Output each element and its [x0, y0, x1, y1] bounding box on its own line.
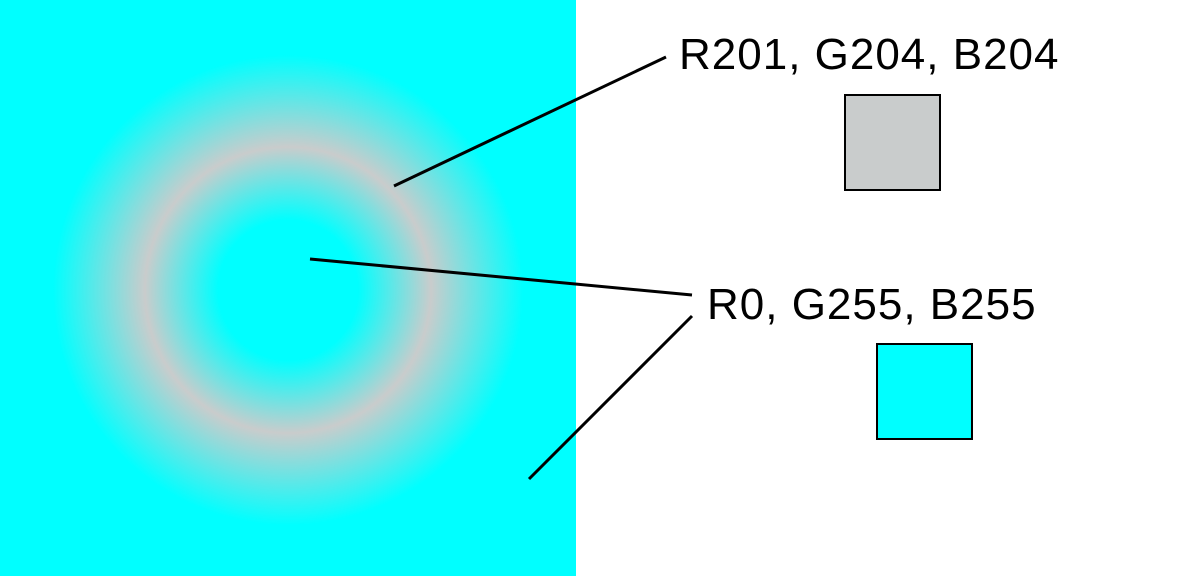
background-color-label: R0, G255, B255 — [707, 280, 1037, 329]
ring-color-swatch — [844, 94, 941, 191]
ring-leader-line — [393, 55, 667, 188]
center-leader-line — [309, 257, 693, 297]
background-color-swatch — [876, 343, 973, 440]
radial-ring-image — [0, 0, 576, 576]
outer-leader-line — [527, 314, 694, 481]
ring-color-label: R201, G204, B204 — [679, 30, 1060, 79]
